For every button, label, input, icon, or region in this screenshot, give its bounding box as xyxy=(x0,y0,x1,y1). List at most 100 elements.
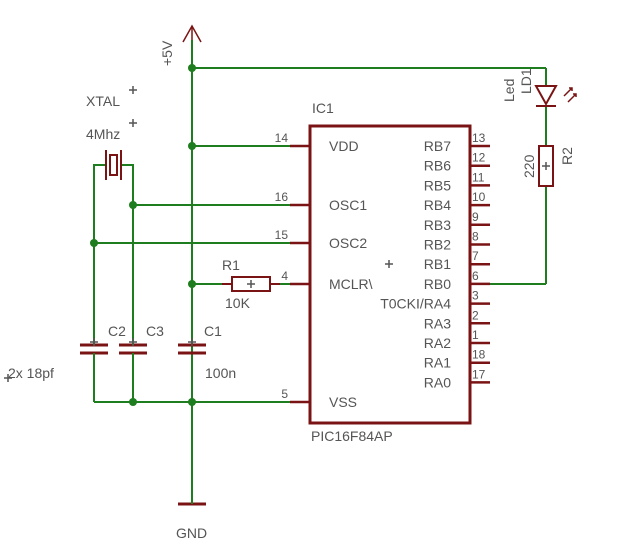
r1-ref: R1 xyxy=(222,257,240,273)
junctions xyxy=(90,64,196,406)
caps-note: 2x 18pf xyxy=(8,365,54,381)
pin-label: VSS xyxy=(329,394,357,410)
pin-label: RB1 xyxy=(424,256,451,272)
junction xyxy=(188,142,196,150)
pin-number: 8 xyxy=(472,230,479,244)
resistor-r2: 220 R2 xyxy=(521,145,575,187)
pin-label: RA0 xyxy=(424,374,451,390)
origin-cross-icon xyxy=(542,162,550,170)
c1-ref: C1 xyxy=(204,323,222,339)
pin-label: RB3 xyxy=(424,217,451,233)
pin-number: 16 xyxy=(275,190,289,204)
ic-ref: IC1 xyxy=(312,100,334,116)
pin-label: T0CKI/RA4 xyxy=(380,296,451,312)
pin-label: OSC1 xyxy=(329,197,367,213)
pin-label: RA3 xyxy=(424,315,451,331)
r2-ref: R2 xyxy=(559,147,575,165)
pin-number: 1 xyxy=(472,328,479,342)
pin-number: 6 xyxy=(472,269,479,283)
pin-label: RB6 xyxy=(424,158,451,174)
pin-number: 15 xyxy=(275,228,289,242)
c3-ref: C3 xyxy=(146,323,164,339)
origin-cross-icon xyxy=(385,260,393,268)
pin-number: 9 xyxy=(472,210,479,224)
pin-number: 4 xyxy=(281,269,288,283)
pin-number: 5 xyxy=(281,387,288,401)
pin-label: RB4 xyxy=(424,197,451,213)
pin-label: VDD xyxy=(329,138,359,154)
gnd-symbol: GND xyxy=(176,492,207,541)
vcc-symbol: +5V xyxy=(159,24,202,66)
ic-right-pins: 13RB712RB611RB510RB49RB38RB27RB16RB03T0C… xyxy=(380,131,490,390)
pin-label: MCLR\ xyxy=(329,276,373,292)
pin-number: 10 xyxy=(472,190,486,204)
crystal: XTAL 4Mhz xyxy=(86,86,137,180)
resistor-r1: R1 10K xyxy=(222,257,280,311)
pin-number: 12 xyxy=(472,151,486,165)
pin-label: OSC2 xyxy=(329,235,367,251)
pin-number: 11 xyxy=(472,170,485,184)
capacitor-c2: C2 xyxy=(80,323,126,360)
pin-number: 17 xyxy=(472,367,486,381)
pin-label: RB0 xyxy=(424,276,451,292)
pin-label: RA1 xyxy=(424,355,451,371)
xtal-value: 4Mhz xyxy=(86,126,120,142)
junction xyxy=(188,280,196,288)
pin-number: 7 xyxy=(472,249,479,263)
ic-body xyxy=(308,124,472,425)
junction xyxy=(90,239,98,247)
led-ld1: Led LD1 xyxy=(501,68,577,107)
pin-number: 13 xyxy=(472,131,486,145)
pin-number: 18 xyxy=(472,348,486,362)
pin-number: 2 xyxy=(472,308,479,322)
c1-value: 100n xyxy=(205,365,236,381)
gnd-label: GND xyxy=(176,525,207,541)
junction xyxy=(188,64,196,72)
pin-label: RB7 xyxy=(424,138,451,154)
pin-label: RB2 xyxy=(424,237,451,253)
pin-label: RB5 xyxy=(424,177,451,193)
pin-label: RA2 xyxy=(424,335,451,351)
junction xyxy=(188,398,196,406)
origin-cross-icon xyxy=(129,86,137,127)
junction xyxy=(129,398,137,406)
pin-number: 14 xyxy=(275,131,289,145)
wires xyxy=(93,40,547,492)
origin-cross-icon xyxy=(247,280,255,288)
xtal-ref: XTAL xyxy=(86,93,120,109)
led-value: Led xyxy=(501,79,517,102)
light-emission-icon xyxy=(563,87,577,103)
origin-cross-icon xyxy=(4,338,196,382)
capacitor-c1: C1 100n xyxy=(178,323,236,381)
pin-number: 3 xyxy=(472,289,479,303)
xtal-right-wire xyxy=(121,164,134,335)
led-ref: LD1 xyxy=(518,68,534,94)
c2-ref: C2 xyxy=(108,323,126,339)
vcc-label: +5V xyxy=(159,40,175,66)
r2-value: 220 xyxy=(521,154,537,178)
ic-part: PIC16F84AP xyxy=(311,428,393,444)
xtal-left-wire xyxy=(93,164,106,335)
junction xyxy=(129,201,137,209)
